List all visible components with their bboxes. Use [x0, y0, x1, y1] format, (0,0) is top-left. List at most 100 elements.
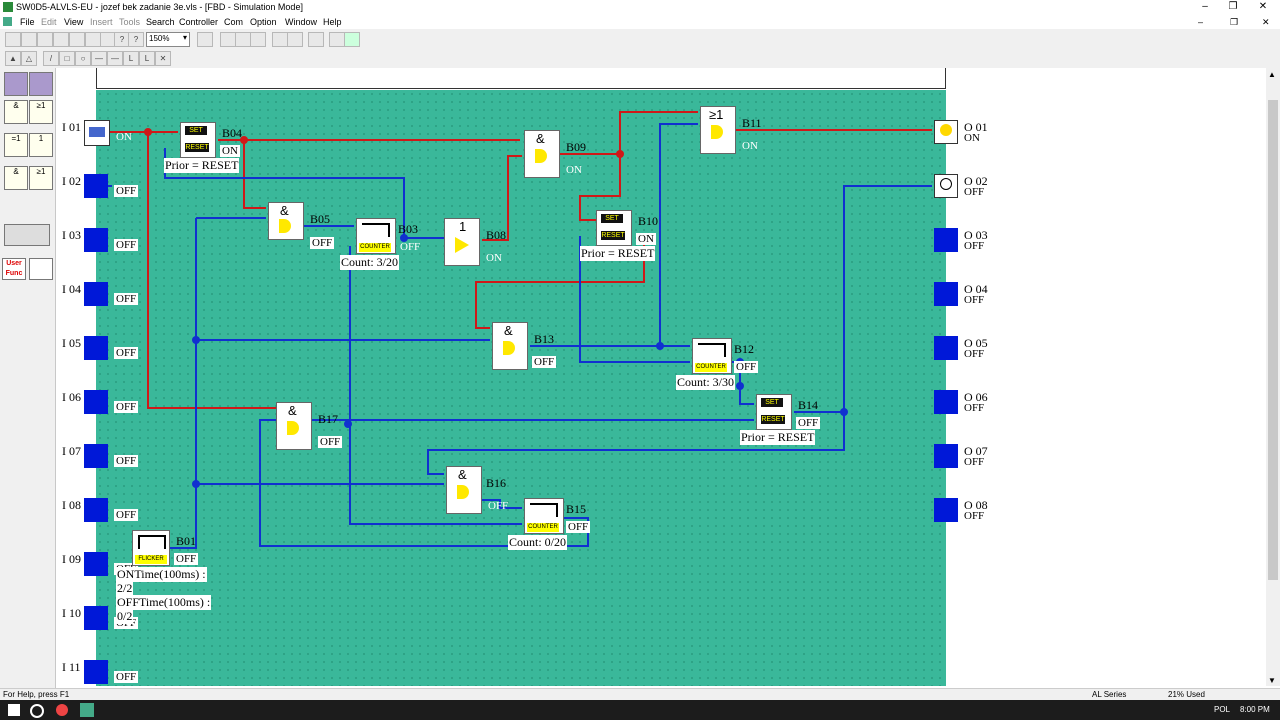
- new-file-icon[interactable]: [5, 32, 21, 47]
- align-bottom-icon[interactable]: [287, 32, 303, 47]
- sim-mode-icon[interactable]: [344, 32, 360, 47]
- output-block[interactable]: [934, 336, 958, 360]
- simulate-icon[interactable]: [308, 32, 324, 47]
- block-b09-and[interactable]: &: [524, 130, 560, 178]
- maximize-icon[interactable]: ❐: [1228, 1, 1238, 12]
- scrollbar-thumb[interactable]: [1268, 100, 1278, 580]
- rect-icon[interactable]: □: [59, 51, 75, 66]
- block-b05-and[interactable]: &: [268, 202, 304, 240]
- save-icon[interactable]: [37, 32, 53, 47]
- copy-icon[interactable]: [69, 32, 85, 47]
- menu-edit[interactable]: Edit: [41, 17, 57, 27]
- output-block[interactable]: [934, 444, 958, 468]
- open-file-icon[interactable]: [21, 32, 37, 47]
- menu-controller[interactable]: Controller: [179, 17, 219, 27]
- delete-icon[interactable]: ✕: [155, 51, 171, 66]
- block-b15-counter[interactable]: COUNTER: [524, 498, 564, 534]
- input-state: OFF: [114, 293, 139, 305]
- windows-start-icon[interactable]: [8, 704, 20, 716]
- input-switch[interactable]: [84, 174, 108, 198]
- palette-xor-icon[interactable]: =1: [4, 133, 28, 157]
- block-b03-counter[interactable]: COUNTER: [356, 218, 396, 254]
- output-lamp-on[interactable]: [934, 120, 958, 144]
- fbd-canvas[interactable]: [96, 90, 946, 686]
- output-lamp-off[interactable]: [934, 174, 958, 198]
- hline2-icon[interactable]: —: [107, 51, 123, 66]
- context-help-icon[interactable]: ?: [128, 32, 144, 47]
- block-b01-flicker[interactable]: FLICKER: [132, 530, 170, 566]
- input-switch[interactable]: [84, 552, 108, 576]
- menu-view[interactable]: View: [64, 17, 84, 27]
- doc-close-icon[interactable]: ✕: [1262, 17, 1270, 27]
- input-switch-on[interactable]: [84, 120, 110, 146]
- circle-icon[interactable]: ○: [75, 51, 91, 66]
- palette-output-icon[interactable]: [29, 72, 53, 96]
- input-switch[interactable]: [84, 390, 108, 414]
- input-switch[interactable]: [84, 282, 108, 306]
- hline-icon[interactable]: —: [91, 51, 107, 66]
- wire-b04-b05: [243, 140, 266, 209]
- output-block[interactable]: [934, 498, 958, 522]
- palette-and-icon[interactable]: &: [4, 100, 28, 124]
- zoom-up-icon[interactable]: ▲: [5, 51, 21, 66]
- zoom-down-icon[interactable]: △: [21, 51, 37, 66]
- menu-tools[interactable]: Tools: [119, 17, 141, 27]
- keyboard-language[interactable]: POL: [1214, 705, 1231, 714]
- close-icon[interactable]: ✕: [1258, 1, 1268, 12]
- scroll-up-icon[interactable]: ▲: [1268, 70, 1276, 79]
- user-func-button[interactable]: User Func: [2, 258, 26, 280]
- block-note: Prior = RESET: [164, 158, 240, 173]
- palette-nand-icon[interactable]: &: [4, 166, 28, 190]
- cut-icon[interactable]: [53, 32, 69, 47]
- menu-insert[interactable]: Insert: [90, 17, 113, 27]
- menu-com[interactable]: Com: [224, 17, 244, 27]
- align-right-icon[interactable]: [250, 32, 266, 47]
- menu-option[interactable]: Option: [250, 17, 277, 27]
- block-b08-not[interactable]: 1: [444, 218, 480, 266]
- connector-icon[interactable]: L: [123, 51, 139, 66]
- palette-link-icon[interactable]: [29, 258, 53, 280]
- palette-input-icon[interactable]: [4, 72, 28, 96]
- block-b11-or[interactable]: ≥1: [700, 106, 736, 154]
- output-block[interactable]: [934, 228, 958, 252]
- palette-not-icon[interactable]: 1: [29, 133, 53, 157]
- input-switch[interactable]: [84, 336, 108, 360]
- block-state: OFF: [734, 361, 759, 373]
- palette-or-icon[interactable]: ≥1: [29, 100, 53, 124]
- block-b17-and[interactable]: &: [276, 402, 312, 450]
- block-id: B15: [566, 502, 587, 516]
- minimize-icon[interactable]: –: [1202, 1, 1208, 12]
- line-icon[interactable]: /: [43, 51, 59, 66]
- connector2-icon[interactable]: L: [139, 51, 155, 66]
- tool-icon[interactable]: [197, 32, 213, 47]
- block-b16-and[interactable]: &: [446, 466, 482, 514]
- block-id: B10: [638, 214, 659, 228]
- menu-file[interactable]: File: [20, 17, 35, 27]
- doc-minimize-icon[interactable]: –: [1198, 17, 1204, 27]
- menu-window[interactable]: Window: [285, 17, 318, 27]
- menu-help[interactable]: Help: [323, 17, 342, 27]
- input-switch[interactable]: [84, 498, 108, 522]
- output-block[interactable]: [934, 390, 958, 414]
- scroll-down-icon[interactable]: ▼: [1268, 676, 1276, 685]
- block-b12-counter[interactable]: COUNTER: [692, 338, 732, 374]
- menu-search[interactable]: Search: [146, 17, 175, 27]
- palette-nor-icon[interactable]: ≥1: [29, 166, 53, 190]
- block-b13-and[interactable]: &: [492, 322, 528, 370]
- input-state: ON: [116, 131, 132, 143]
- doc-restore-icon[interactable]: ❐: [1230, 17, 1239, 27]
- app-taskbar-icon[interactable]: [80, 703, 94, 717]
- output-block[interactable]: [934, 282, 958, 306]
- input-switch[interactable]: [84, 606, 108, 630]
- zoom-select[interactable]: 150%▾: [146, 32, 190, 47]
- input-switch[interactable]: [84, 660, 108, 684]
- search-icon[interactable]: [30, 704, 44, 718]
- clock[interactable]: 8:00 PM: [1240, 705, 1270, 714]
- palette-move-icon[interactable]: [4, 224, 50, 246]
- input-switch[interactable]: [84, 228, 108, 252]
- chrome-icon[interactable]: [56, 704, 68, 716]
- input-switch[interactable]: [84, 444, 108, 468]
